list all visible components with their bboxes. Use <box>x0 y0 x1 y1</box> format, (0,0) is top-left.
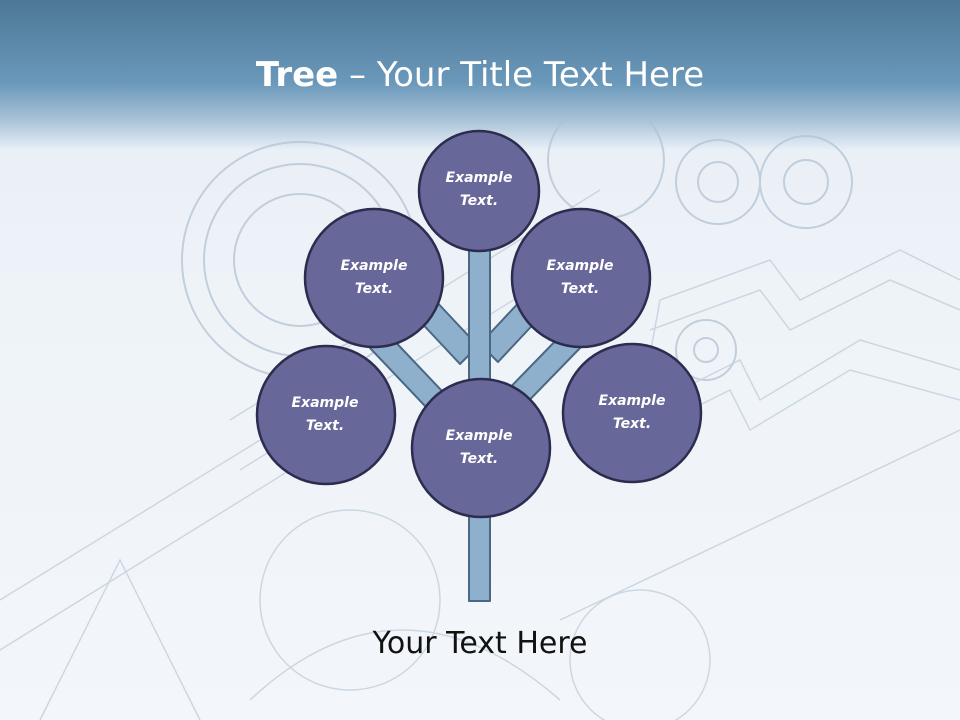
title-rest: Your Title Text Here <box>376 55 705 95</box>
node-label-right: Example Text. <box>598 393 666 432</box>
header-band <box>0 0 960 150</box>
node-circle-center[interactable] <box>410 377 552 519</box>
tree-nodes <box>255 129 703 519</box>
caption-text: Your Text Here <box>372 626 588 661</box>
node-circle-top[interactable] <box>417 129 541 253</box>
node-circle-upper-left[interactable] <box>303 207 445 349</box>
node-label-left: Example Text. <box>291 395 359 434</box>
title-bold-word: Tree <box>255 55 339 95</box>
node-label-center: Example Text. <box>445 428 513 467</box>
node-circle-upper-right[interactable] <box>510 207 652 349</box>
title-dash: – <box>338 55 377 95</box>
slide-title: Tree – Your Title Text Here <box>0 52 960 98</box>
node-circle-right[interactable] <box>561 342 703 484</box>
node-label-top: Example Text. <box>445 170 513 209</box>
node-label-upper-left: Example Text. <box>340 258 408 297</box>
node-label-upper-right: Example Text. <box>546 258 614 297</box>
node-circle-left[interactable] <box>255 344 397 486</box>
